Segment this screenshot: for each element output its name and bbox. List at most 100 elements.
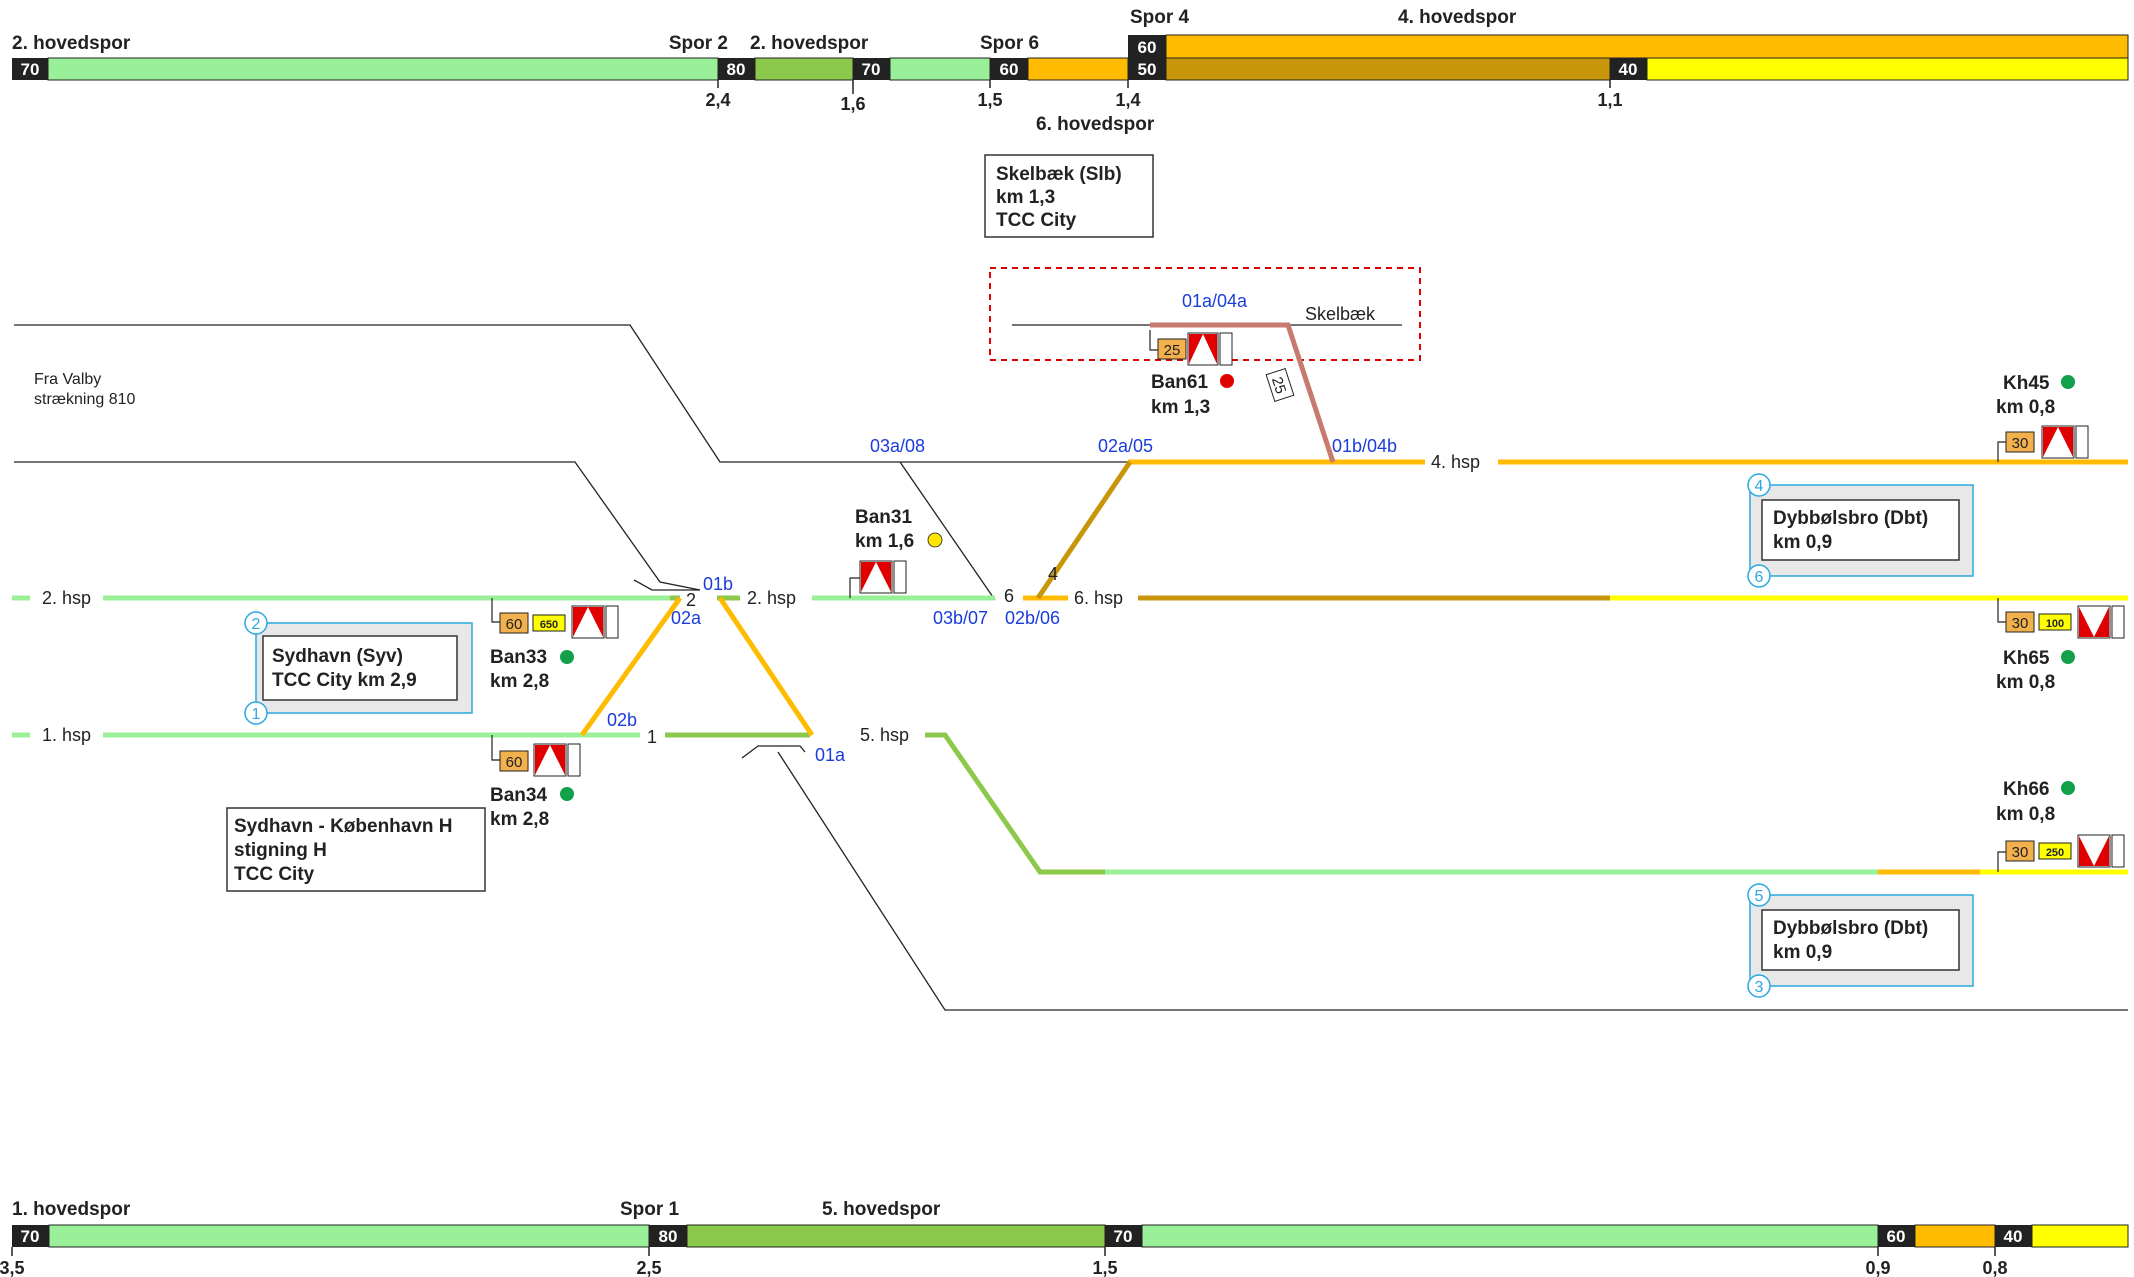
bottom-km-0-8: 0,8 [1982,1258,2007,1277]
speed-tag-small [2038,842,2072,860]
signal-name: Kh65 [2003,648,2050,669]
crossover-4 [1035,460,1133,600]
svg-text:6: 6 [1755,569,1764,586]
bottom-bar-segment-orange [1914,1224,1996,1248]
top-speed-70: 70 [21,60,40,79]
switch-labels: 01a/04a 03a/08 02a/05 01b/04b 01b 02a 03… [607,291,1397,765]
top-km-2-4: 2,4 [705,90,730,110]
speed-tag-25-branch: 25 [1265,367,1295,403]
area-circle [1747,473,1771,497]
svg-text:3: 3 [1755,979,1764,996]
svg-text:60: 60 [506,754,523,771]
top-km-ticks [717,80,1611,94]
speed-tag [2005,611,2035,633]
label-2hsp-mid: 2. hsp [747,588,796,608]
area-circle [1747,564,1771,588]
thin-track-stub-1 [633,579,700,591]
svg-text:1: 1 [252,706,261,723]
signal-status-light [2061,781,2075,795]
top-bar-segment-orange [1027,57,1129,81]
svg-text:25: 25 [1268,375,1289,396]
station-name: Dybbølsbro (Dbt) [1773,918,1928,939]
node-6: 6 [1004,586,1014,606]
station-sydhavn: Sydhavn (Syv) TCC City km 2,9 2 1 [244,611,473,725]
bottom-bar-segment-black [1105,1225,1142,1247]
signal-name: Ban34 [490,785,547,806]
label-4hsp: 4. hsp [1431,452,1480,472]
signal-name: Ban33 [490,647,547,668]
bottom-speed-40: 40 [2004,1227,2023,1246]
station-name: Skelbæk (Slb) [996,164,1122,185]
signal-kh66[interactable]: 30 250 Kh66 km 0,8 [1996,779,2125,872]
bottom-bar-segment-light-green [1141,1224,1879,1248]
station-box [226,807,486,892]
bottom-speed-70b: 70 [1114,1227,1133,1246]
bottom-speed-80: 80 [659,1227,678,1246]
area-circle [1747,883,1771,907]
top-bar-segment-orange [1165,34,2129,59]
signal-status-light [560,650,574,664]
bottom-bar-segment-light-green [48,1224,650,1248]
station-name: Sydhavn (Syv) [272,646,403,667]
thin-tracks [14,324,2128,1011]
station-tcc: TCC City [234,864,315,885]
top-bar-segment-black [1610,58,1647,80]
switch-01b: 01b [703,574,733,594]
bottom-km-2-5: 2,5 [636,1258,661,1277]
bottom-bar-segment-mid-green [686,1224,1106,1248]
svg-text:100: 100 [2046,618,2064,630]
signal-kh65[interactable]: 30 100 Kh65 km 0,8 [1996,598,2125,693]
speed-tag-small [2038,613,2072,631]
top-speed-50: 50 [1138,60,1157,79]
bottom-speed-bar: 70 80 70 60 40 1. hovedspor Spor 1 5. ho… [0,1199,2129,1277]
top-speed-60b: 60 [1138,38,1157,57]
signal-km: km 0,8 [1996,804,2055,825]
signal-ban33[interactable]: 60 650 Ban33 km 2,8 [490,598,619,692]
thin-track-fra-valby [14,324,1330,463]
bottom-bar-segment-black [1878,1225,1915,1247]
station-dybbolsbro-lower: Dybbølsbro (Dbt) km 0,9 5 3 [1747,883,1974,998]
station-box [1761,499,1960,561]
bottom-bar-segment-yellow [2031,1224,2129,1248]
top-km-1-5: 1,5 [977,90,1002,110]
svg-text:30: 30 [2012,435,2029,452]
svg-text:30: 30 [2012,615,2029,632]
station-km: km 0,9 [1773,942,1832,963]
area-circle [1747,974,1771,998]
signal-status-light [1220,374,1234,388]
thin-track-stub-2 [741,745,806,759]
station-stigning: stigning H [234,840,327,861]
origin-note-2: strækning 810 [34,391,135,408]
top-header-spor-4: Spor 4 [1130,7,1190,28]
label-1hsp-left: 1. hsp [42,725,91,745]
signal-ban31[interactable]: Ban31 km 1,6 [849,507,943,598]
station-skelbaek: Skelbæk (Slb) km 1,3 TCC City [984,154,1154,238]
speed-tag [2005,431,2035,453]
switch-02a: 02a [671,608,702,628]
top-header-spor-6: Spor 6 [980,33,1039,54]
station-tcc: TCC City [996,210,1077,231]
signal-ban34[interactable]: 60 Ban34 km 2,8 [490,735,581,830]
switch-01b-04b: 01b/04b [1332,436,1397,456]
svg-text:2: 2 [252,616,261,633]
station-km: km 0,9 [1773,532,1832,553]
switch-02b-06: 02b/06 [1005,608,1060,628]
speed-tag-small [532,614,566,632]
bottom-bar-segment-black [12,1225,49,1247]
signal-ban61[interactable]: 25 Ban61 km 1,3 [1149,330,1234,418]
label-6hsp: 6. hsp [1074,588,1123,608]
crossover-02 [579,596,683,737]
bottom-km-0-9: 0,9 [1865,1258,1890,1277]
bottom-header-5-hovedspor: 5. hovedspor [822,1199,941,1220]
bottom-speed-60: 60 [1887,1227,1906,1246]
station-box [984,154,1154,238]
svg-text:5: 5 [1755,888,1764,905]
station-box [1761,909,1960,971]
crossover-01 [717,596,815,737]
signal-kh45[interactable]: 30 Kh45 km 0,8 [1996,373,2089,462]
bottom-header-1-hovedspor: 1. hovedspor [12,1199,131,1220]
signal-name: Ban31 [855,507,912,528]
top-under-6-hovedspor: 6. hovedspor [1036,114,1155,135]
svg-text:650: 650 [540,619,558,631]
